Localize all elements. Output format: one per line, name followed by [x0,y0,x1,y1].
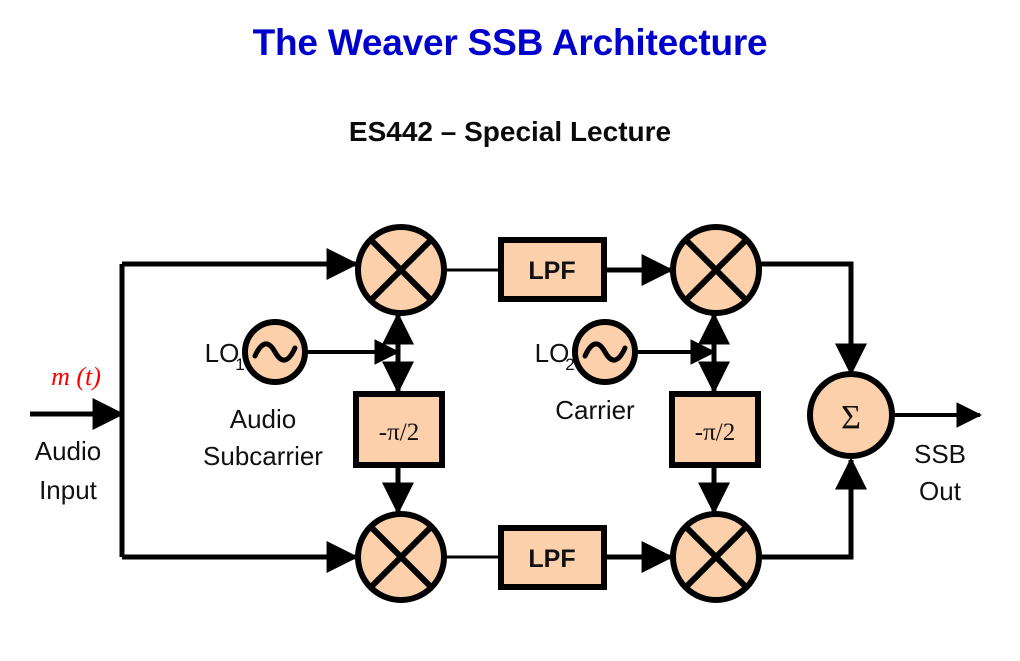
lpf-label: LPF [528,257,575,285]
signal-wires [30,247,983,574]
lpf-box [498,525,607,590]
multiplier-x-icon [683,237,749,303]
multiplier-x-icon [368,237,434,303]
input-caption-line1: Audio [35,436,102,466]
phase-shifter-label: -π/2 [379,419,419,446]
lpf-top[interactable]: LPF [498,237,607,302]
mixer-top-left[interactable] [355,224,447,316]
sine-wave-icon [252,341,298,363]
oscillator-lo2[interactable] [572,319,638,385]
summer-body [807,371,895,459]
multiplier-x-icon [683,524,749,590]
lo1-caption-line1: Audio [230,404,297,434]
mixer-bottom-right[interactable] [670,511,762,603]
lpf-box [498,237,607,302]
wire-mixer-bottom-right-to-summer [759,457,868,560]
lo2-label: LO [535,338,570,368]
lo1-subscript: 1 [235,355,244,374]
summer[interactable]: Σ [807,371,895,459]
phase-shifter-box [669,391,761,468]
sine-wave-icon [582,341,628,363]
output-caption-line1: SSB [914,439,966,469]
phase-shifter-right[interactable]: -π/2 [669,391,761,468]
output-caption-line2: Out [919,476,962,506]
lo1-label: LO [205,338,240,368]
input-caption-line2: Input [39,475,98,505]
page-title: The Weaver SSB Architecture [252,22,768,63]
multiplier-x-icon [368,524,434,590]
phase-shifter-box [353,391,445,468]
lo1-caption-line2: Subcarrier [203,441,323,471]
lo2-subscript: 2 [565,355,574,374]
phase-shifter-label: -π/2 [695,419,735,446]
wire-mixer-top-right-to-summer [759,261,868,376]
lpf-bottom[interactable]: LPF [498,525,607,590]
mixer-top-right[interactable] [670,224,762,316]
lo2-caption-line1: Carrier [555,395,635,425]
oscillator-lo1[interactable] [242,319,308,385]
mixer-bottom-left[interactable] [355,511,447,603]
lpf-label: LPF [528,545,575,573]
page-subtitle: ES442 – Special Lecture [348,116,672,147]
input-signal-label: m (t) [51,362,101,391]
summer-label: Σ [841,399,861,436]
phase-shifter-left[interactable]: -π/2 [353,391,445,468]
